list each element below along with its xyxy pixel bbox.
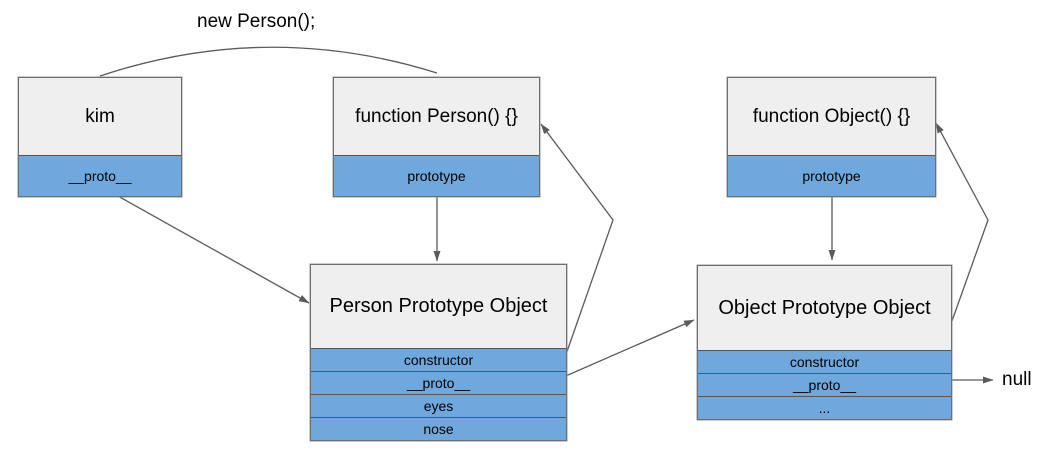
- person-prototype-row-nose: nose: [311, 417, 566, 440]
- arc-new-person: [99, 46, 438, 77]
- function-object-row-prototype: prototype: [728, 155, 935, 196]
- function-object-box-title: function Object() {}: [728, 78, 935, 155]
- arrow-person-proto-to-object-prototype: [551, 319, 695, 383]
- object-prototype-box-title: Object Prototype Object: [698, 266, 951, 350]
- null-label: null: [1002, 369, 1032, 390]
- function-person-row-prototype: prototype: [334, 155, 539, 196]
- function-object-box: function Object() {} prototype: [727, 77, 936, 197]
- person-prototype-box-title: Person Prototype Object: [311, 265, 566, 348]
- kim-object-box: kim __proto__: [18, 77, 182, 197]
- person-prototype-row-eyes: eyes: [311, 394, 566, 417]
- object-prototype-row-ellipsis: ...: [698, 396, 951, 419]
- kim-row-proto: __proto__: [19, 155, 181, 196]
- object-prototype-object-box: Object Prototype Object constructor __pr…: [697, 265, 952, 420]
- object-prototype-row-constructor: constructor: [698, 350, 951, 373]
- arrow-kim-proto-to-person-prototype: [99, 185, 310, 304]
- person-prototype-row-constructor: constructor: [311, 348, 566, 371]
- person-prototype-row-proto: __proto__: [311, 371, 566, 394]
- object-prototype-row-proto: __proto__: [698, 373, 951, 396]
- function-person-box-title: function Person() {}: [334, 78, 539, 155]
- kim-box-title: kim: [19, 78, 181, 155]
- new-person-annotation: new Person();: [197, 11, 316, 32]
- person-prototype-object-box: Person Prototype Object constructor __pr…: [310, 264, 567, 441]
- function-person-box: function Person() {} prototype: [333, 77, 540, 197]
